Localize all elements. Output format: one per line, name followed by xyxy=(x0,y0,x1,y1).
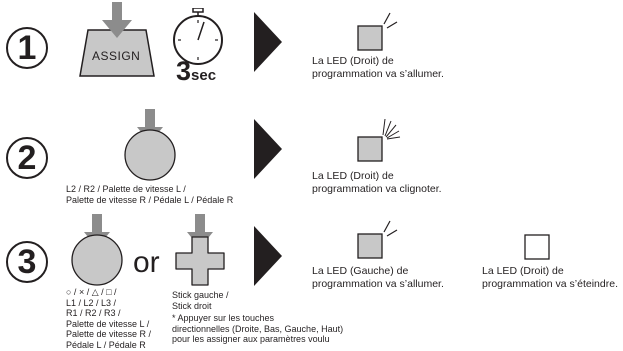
dpad-note: * Appuyer sur les touches directionnelle… xyxy=(172,313,344,344)
step-1-number: 1 xyxy=(6,27,48,69)
step-1-led-text: La LED (Droit) de programmation va s’all… xyxy=(312,55,444,80)
led-off-icon xyxy=(524,234,550,260)
timer-duration: 3sec xyxy=(176,58,216,85)
round-button-icon xyxy=(71,234,123,286)
step-3-led-right-text: La LED (Droit) de programmation va s’éte… xyxy=(482,265,618,290)
led-on-icon xyxy=(357,220,398,259)
step-3-number: 3 xyxy=(6,241,48,283)
led-blink-icon xyxy=(357,118,401,162)
step-2-led-text: La LED (Droit) de programmation va clign… xyxy=(312,170,442,195)
stopwatch-icon xyxy=(173,8,223,65)
step-2-button-caption: L2 / R2 / Palette de vitesse L / Palette… xyxy=(66,184,234,205)
timer-value: 3 xyxy=(176,56,192,86)
play-triangle-icon xyxy=(254,119,282,179)
play-triangle-icon xyxy=(254,226,282,286)
play-triangle-icon xyxy=(254,12,282,72)
assign-button-icon xyxy=(79,29,155,77)
press-arrow-icon xyxy=(102,2,132,38)
step-2-number: 2 xyxy=(6,137,48,179)
or-label: or xyxy=(133,246,160,279)
assign-button-label: ASSIGN xyxy=(92,49,141,63)
step-3-led-left-text: La LED (Gauche) de programmation va s’al… xyxy=(312,265,444,290)
dpad-icon xyxy=(175,236,225,286)
round-button-icon xyxy=(124,129,176,181)
timer-unit: sec xyxy=(191,67,217,84)
dpad-caption: Stick gauche / Stick droit xyxy=(172,290,229,311)
step-3-button-caption: ○ / × / △ / □ / L1 / L2 / L3 / R1 / R2 /… xyxy=(66,287,152,350)
led-on-icon xyxy=(357,12,398,51)
